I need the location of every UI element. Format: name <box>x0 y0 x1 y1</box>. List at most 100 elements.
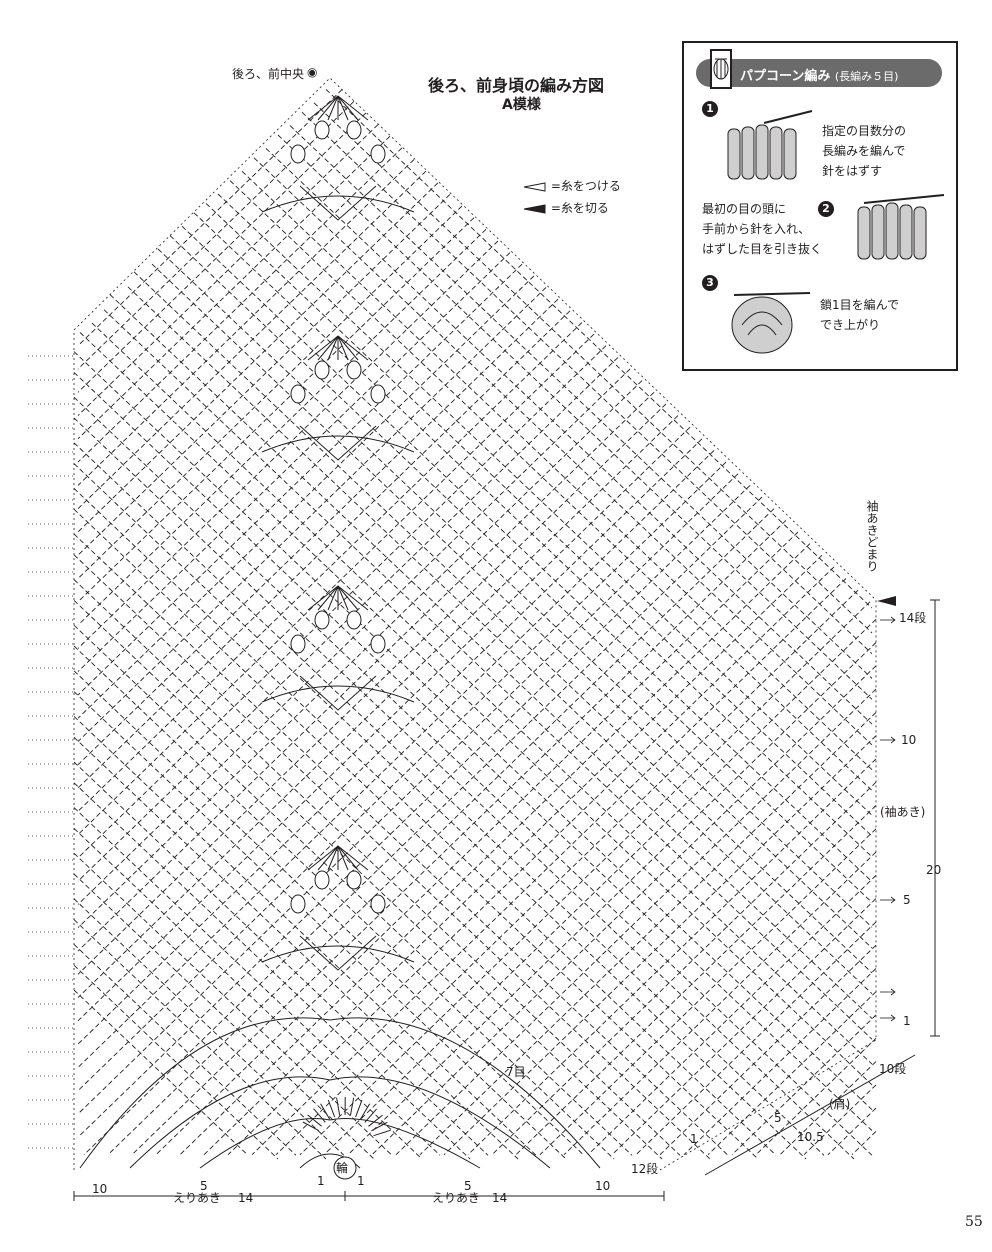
mesh-line-a <box>169 235 873 903</box>
bottom-right-1-label: 1 <box>357 1174 365 1188</box>
popcorn-motif <box>370 144 386 164</box>
mesh-line-a <box>313 102 873 634</box>
neck-arch-mid <box>129 1076 551 1169</box>
fan-stroke <box>337 845 359 871</box>
popcorn-heading-note: (長編み５目) <box>834 70 899 83</box>
fan-stroke <box>337 845 349 871</box>
neck-fan-stroke <box>373 1129 391 1137</box>
mesh-line-b <box>77 217 475 603</box>
mesh-line-a <box>73 873 375 1160</box>
legend-cut-text: =糸を切る <box>550 201 609 215</box>
mesh-line-a <box>73 807 441 1156</box>
mesh-line-b <box>77 380 643 929</box>
row-5-label: 5 <box>903 893 911 907</box>
mesh-line-b <box>77 368 631 905</box>
row-14-label: 14段 <box>899 611 927 625</box>
shoulder-row-12-label: 12段 <box>631 1162 659 1176</box>
mesh-line-b <box>77 287 547 742</box>
mesh-line-a <box>73 736 519 1160</box>
bottom-left-10-label: 10 <box>92 1182 108 1196</box>
row-1-label: 1 <box>903 1014 911 1028</box>
popcorn-motif <box>314 870 330 890</box>
neck-fan-stroke <box>336 1097 341 1116</box>
mesh-line-b <box>77 438 703 1045</box>
step-1-number: 1 <box>702 101 718 117</box>
mesh-line-b <box>77 426 691 1022</box>
legend-attach: =糸をつける <box>523 177 621 194</box>
fan-stroke <box>337 585 349 611</box>
neck-left-label: えりあき <box>173 1191 222 1205</box>
mesh-line-a <box>73 508 759 1160</box>
fan-stroke <box>337 335 349 361</box>
bottom-left-1-label: 1 <box>317 1174 325 1188</box>
bottom-left-5-label: 5 <box>200 1179 208 1193</box>
mesh-line-b <box>77 182 439 533</box>
motif-vee <box>299 935 377 971</box>
step-1-text: 指定の目数分の 長編みを編んで 針をはずす <box>822 121 906 181</box>
fan-stroke <box>337 585 369 611</box>
armhole-label: (袖あき) <box>880 805 926 819</box>
neck-fan-stroke <box>349 1097 355 1116</box>
neck-fan-stroke <box>327 1099 336 1118</box>
mesh-line-b <box>77 135 391 440</box>
mesh-line-b <box>515 805 877 1156</box>
mesh-line-b <box>77 194 451 556</box>
legend-cut: =糸を切る <box>523 199 609 216</box>
mesh-line-a <box>253 157 873 746</box>
fan-stroke <box>317 335 339 361</box>
mesh-line-b <box>731 1014 877 1156</box>
mesh-line-b <box>77 240 499 649</box>
chart-outline <box>73 77 877 1171</box>
mesh-line-a <box>73 989 249 1156</box>
mesh-line-b <box>131 519 787 1156</box>
mesh-line-b <box>227 566 835 1156</box>
cut-yarn-icon <box>523 203 546 214</box>
mesh-line-b <box>563 851 877 1156</box>
popcorn-motif <box>314 120 330 140</box>
popcorn-motif <box>290 894 306 914</box>
popcorn-motif <box>370 634 386 654</box>
popcorn-motif <box>370 894 386 914</box>
mesh-line-b <box>779 1061 877 1156</box>
row-10-label: 10 <box>901 733 917 747</box>
fan-stroke <box>307 845 339 871</box>
mesh-line-b <box>77 124 379 416</box>
mesh-line-a <box>277 134 873 700</box>
bottom-right-5-label: 5 <box>464 1179 472 1193</box>
step-3-illustration <box>731 292 811 354</box>
step-3-line: 鎖1目を編んで でき上がり <box>820 298 900 332</box>
mesh-line-a <box>73 782 471 1160</box>
fan-stroke <box>317 585 339 611</box>
fan-stroke <box>337 335 359 361</box>
mesh-line-a <box>73 761 489 1156</box>
fan-stroke <box>337 335 369 361</box>
shoulder-row-10-label: 10段 <box>879 1062 907 1076</box>
mesh-line-b <box>77 100 355 370</box>
mesh-line-a <box>73 624 633 1156</box>
mesh-line-b <box>77 147 403 463</box>
attach-yarn-icon <box>523 181 546 192</box>
mesh-line-b <box>77 228 487 626</box>
mesh-line-a <box>181 225 873 883</box>
neck-fan-stroke <box>371 1121 388 1132</box>
mesh-line-a <box>133 271 873 974</box>
mesh-line-b <box>77 205 463 579</box>
popcorn-motif <box>346 120 362 140</box>
mesh-line-b <box>347 642 877 1156</box>
mesh-line-b <box>77 159 415 486</box>
shoulder-row-1-label: 1 <box>690 1132 698 1146</box>
popcorn-motif <box>346 610 362 630</box>
motif-arch <box>261 435 415 453</box>
mesh-line-a <box>229 180 873 791</box>
fan-stroke <box>327 335 339 361</box>
mesh-line-b <box>587 874 877 1156</box>
row-arrow-head <box>890 616 896 624</box>
mesh-line-b <box>659 944 877 1156</box>
mesh-line-b <box>755 1037 877 1156</box>
shoulder-dimension-line <box>704 1054 916 1176</box>
shoulder-row-5-label: 5 <box>774 1111 782 1125</box>
step-3-text: 鎖1目を編んで でき上がり <box>820 295 899 335</box>
row-arrow-head <box>890 736 896 744</box>
mesh-line-b <box>77 275 535 719</box>
